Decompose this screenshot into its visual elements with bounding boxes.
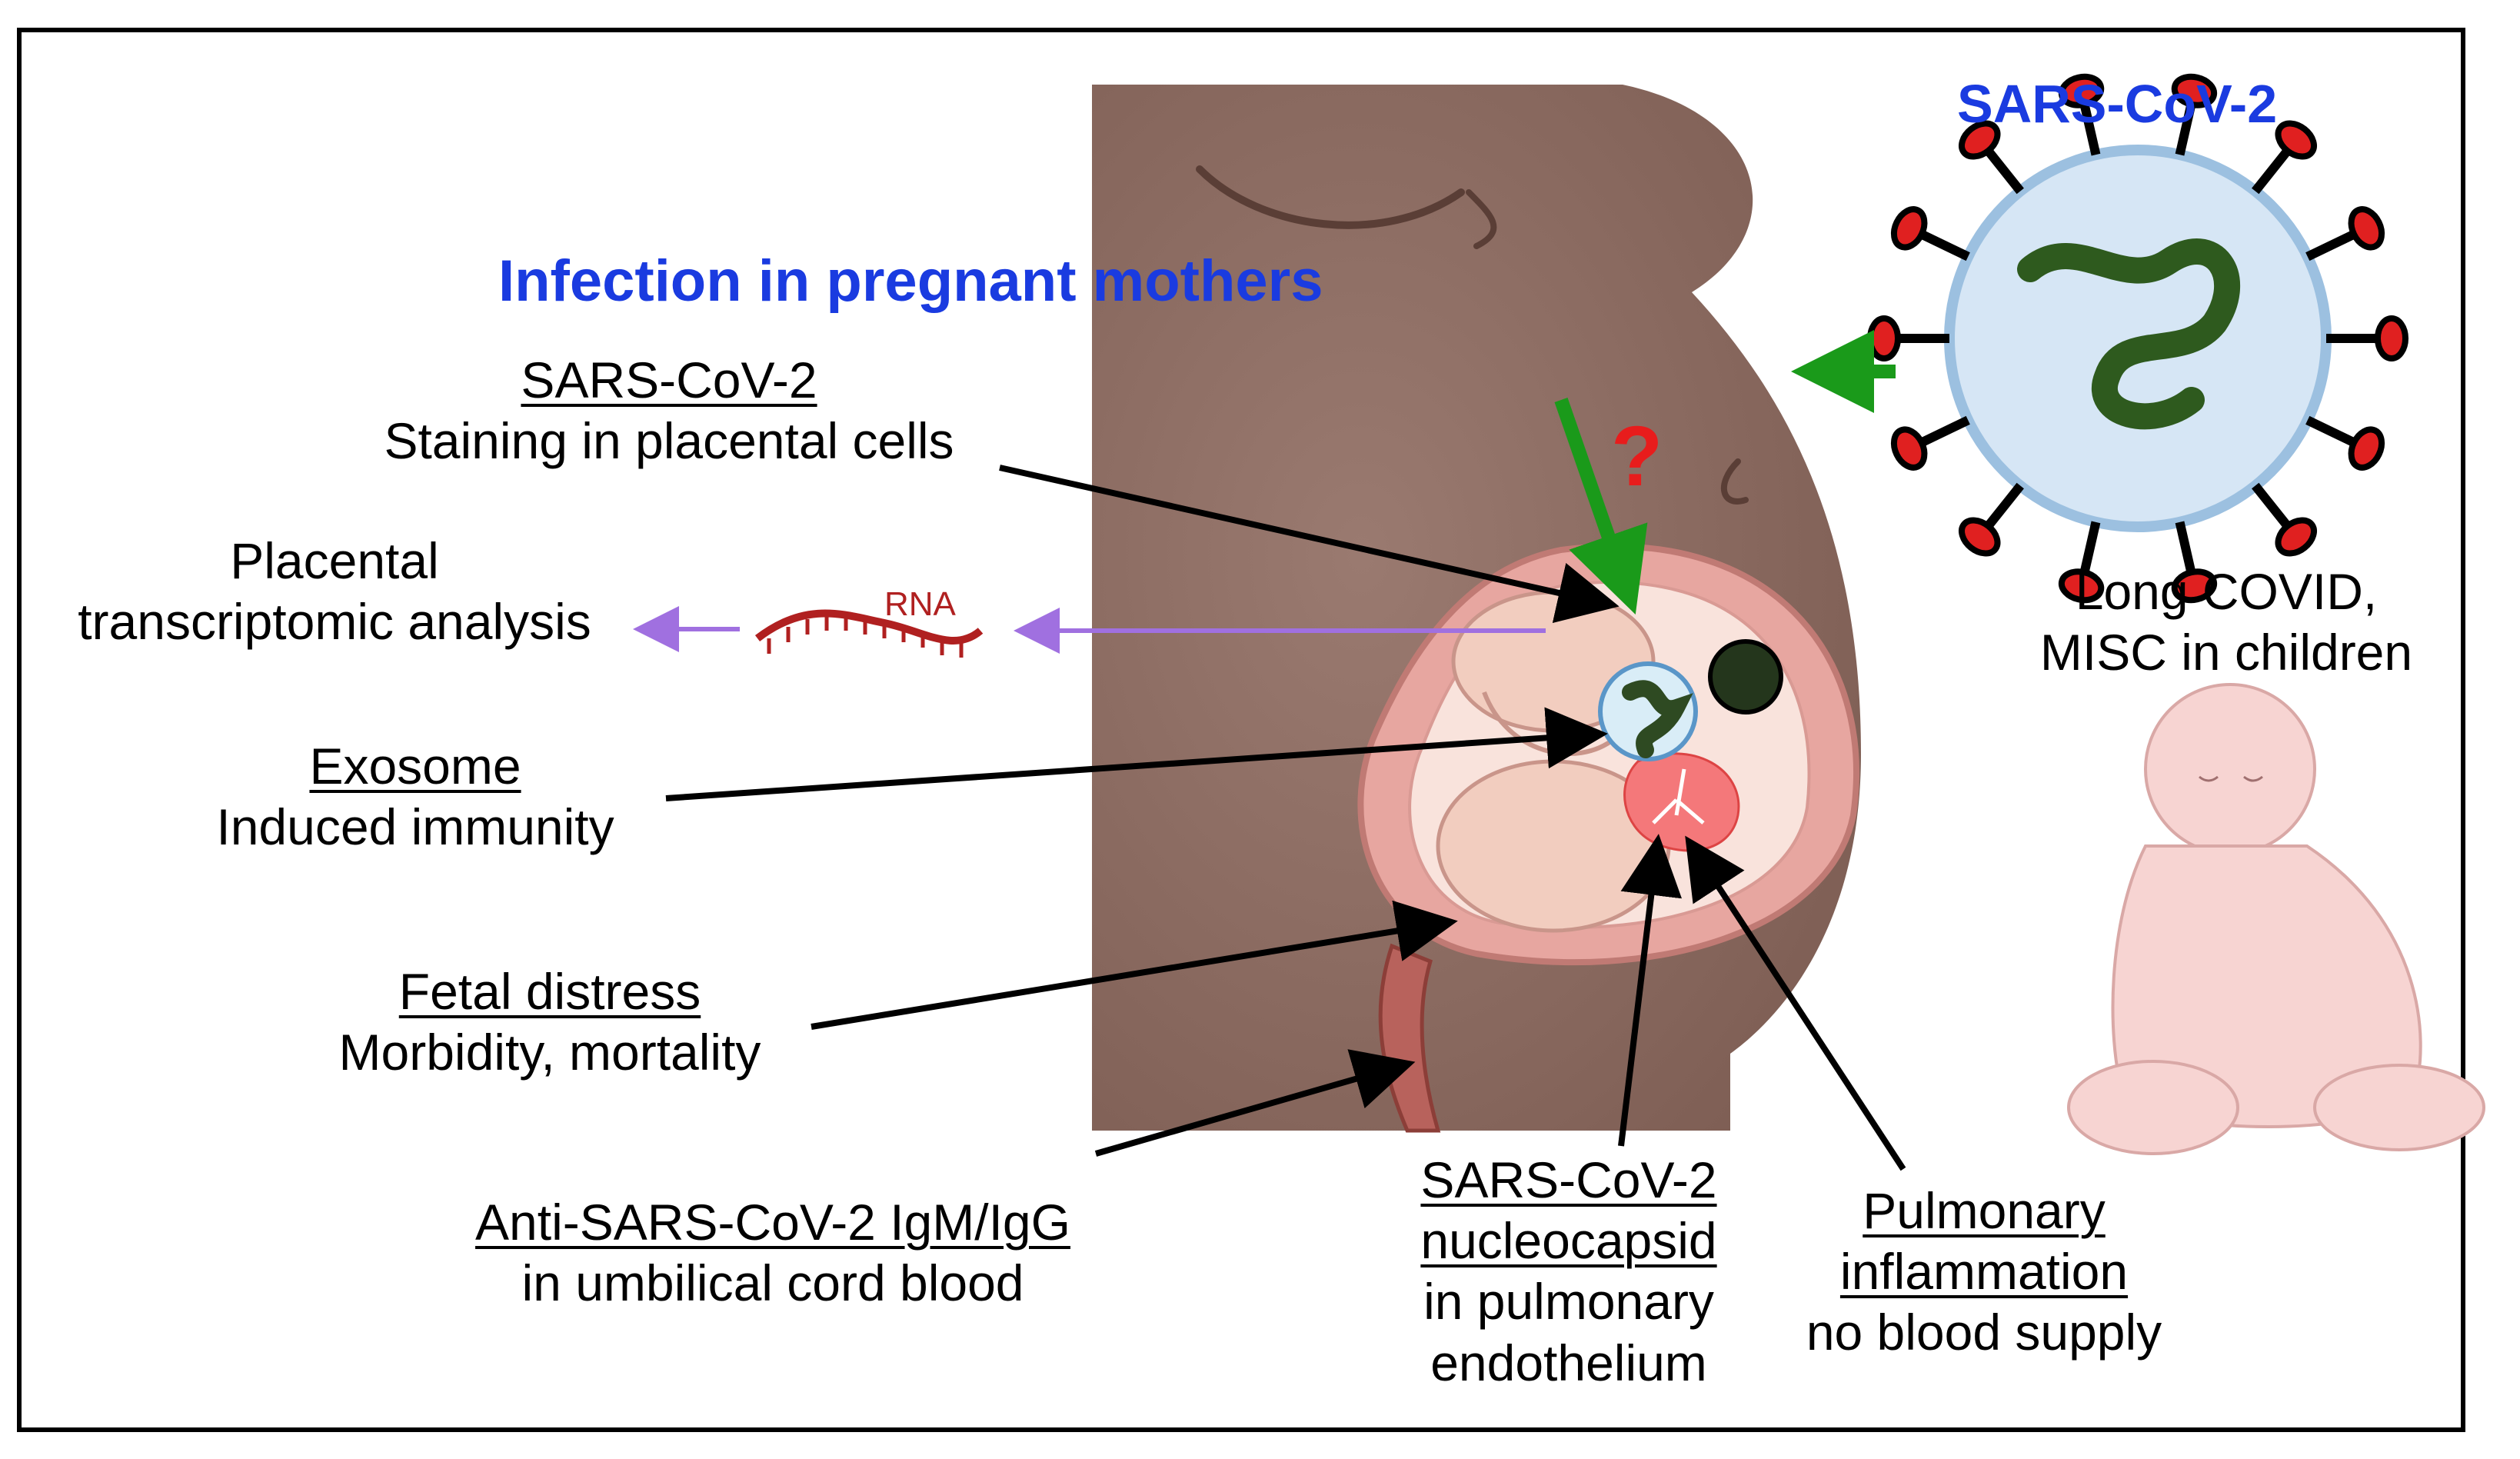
arrow-pulmonary (1685, 835, 1906, 1171)
arrow-placental-staining (999, 465, 1620, 624)
rna-strand-icon (754, 609, 984, 658)
arrow-virus-entry (1554, 398, 1648, 615)
pulmonary-label: Pulmonary inflammation no blood supply (1806, 1182, 2162, 1361)
virus-title: SARS-CoV-2 (1957, 74, 2278, 134)
long-covid-label: Long COVID, MISC in children (2039, 563, 2413, 681)
baby-icon (2067, 683, 2485, 1155)
umbilical-label: Anti-SARS-CoV-2 IgM/IgG in umbilical cor… (475, 1194, 1070, 1312)
arrow-exosome (665, 707, 1608, 801)
arrow-nucleocapsid (1618, 834, 1683, 1147)
virus-large-icon (1867, 73, 2408, 604)
transcriptomic-label: Placental transcriptomic analysis (78, 532, 591, 651)
placental-staining-label: SARS-CoV-2 Staining in placental cells (384, 351, 954, 470)
rna-label: RNA (884, 585, 956, 623)
exosome-label: Exosome Induced immunity (216, 738, 614, 856)
fetal-distress-label: Fetal distress Morbidity, mortality (338, 963, 761, 1081)
main-title: Infection in pregnant mothers (498, 248, 1323, 314)
arrows (633, 330, 1906, 1171)
nucleocapsid-label: SARS-CoV-2 nucleocapsid in pulmonary end… (1420, 1151, 1717, 1391)
virus-small-icon (1708, 639, 1783, 715)
arrow-fetal-distress (811, 900, 1458, 1030)
exosome-icon (1598, 661, 1698, 761)
arrow-umbilical (1094, 1049, 1416, 1157)
question-mark: ? (1611, 409, 1663, 504)
